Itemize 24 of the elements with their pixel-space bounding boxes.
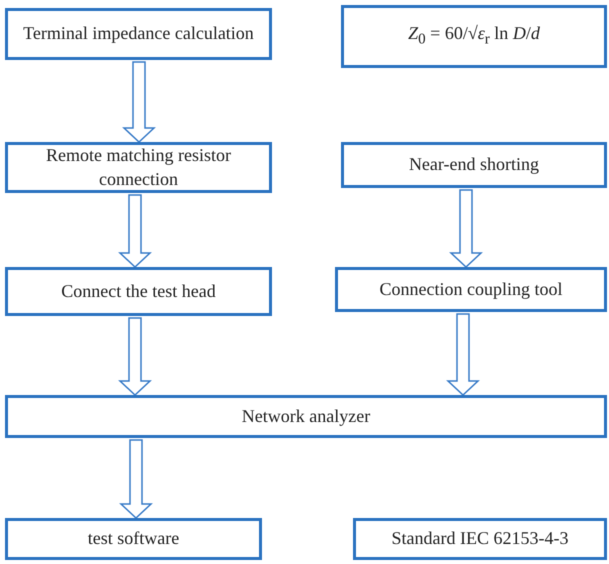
process-box [341,5,607,68]
block-arrow [449,189,483,268]
block-arrow [446,313,480,396]
box-label: Standard IEC 62153-4-3 [392,527,568,550]
block-arrow [118,194,152,268]
box-label: Z$_{0}$ = 60/√ε$_{r}$ ln D/d [408,22,540,50]
process-box [5,395,607,438]
box-label: Near-end shorting [408,153,540,176]
process-box [5,267,272,316]
process-box [5,518,262,560]
block-arrow [119,439,153,520]
process-box [341,142,607,188]
box-label: Network analyzer [242,404,370,428]
box-label: Connection coupling tool [380,278,562,301]
process-box [5,8,272,60]
box-label: Connect the test head [61,280,216,303]
process-box [5,142,272,193]
box-label: test software [88,527,180,550]
process-box [335,267,607,312]
process-box [353,518,607,560]
block-arrow [122,61,156,144]
block-arrow [118,317,152,396]
box-label: Terminal impedance calculation [23,22,254,46]
box-label: Remote matching resistor connection [45,144,232,190]
